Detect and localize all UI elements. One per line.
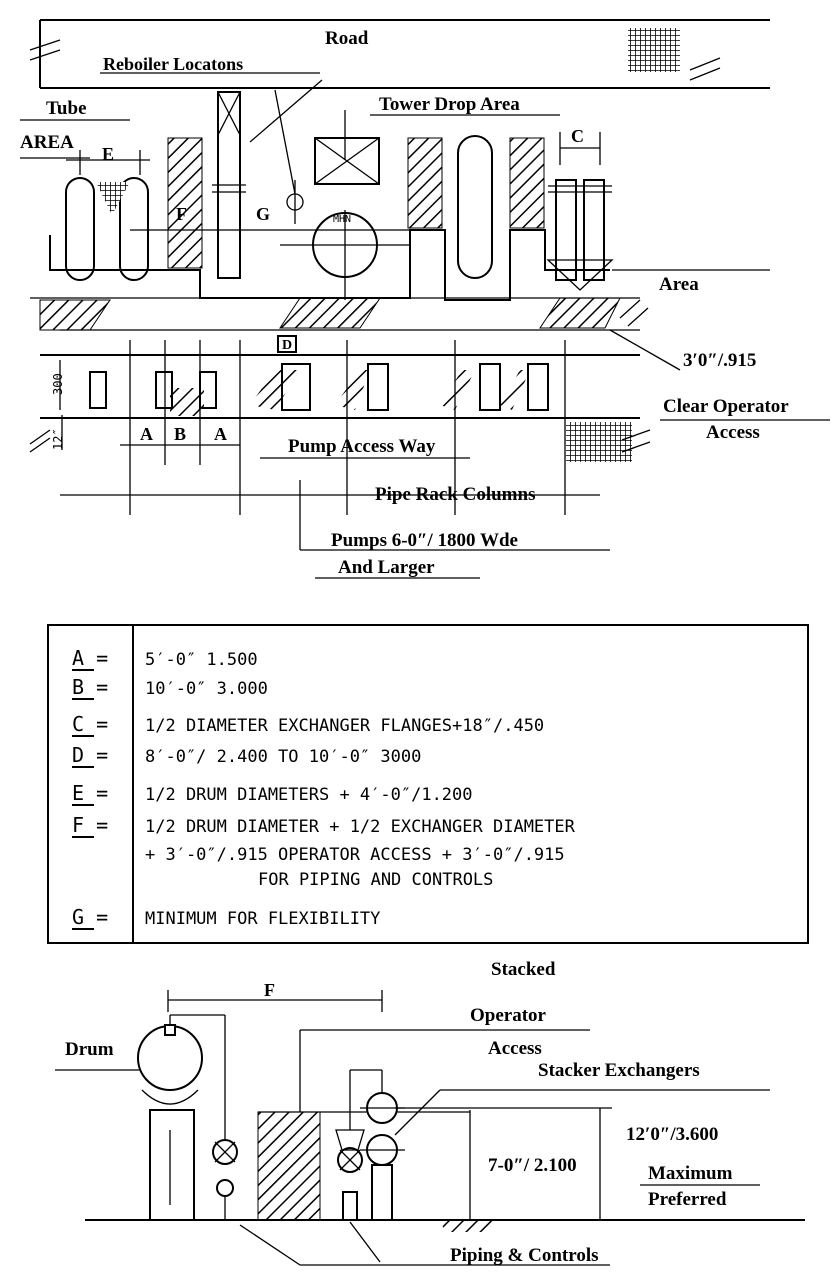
height-max-label: 12′0″/3.600	[626, 1124, 718, 1145]
legend-text-2: 1/2 DIAMETER EXCHANGER FLANGES+18″/.450	[145, 716, 544, 736]
control-valve-right	[335, 1069, 382, 1221]
d-dimension-label: D	[282, 338, 292, 353]
e-dimension-label: E	[102, 144, 114, 164]
a-dimension-label-1: A	[140, 424, 153, 444]
tube-label: Tube	[46, 98, 87, 119]
dim-300-label: 300	[51, 373, 65, 395]
legend-text-8: MINIMUM FOR FLEXIBILITY	[145, 909, 380, 929]
road-grid-marker	[628, 28, 680, 72]
maximum-label: Maximum	[648, 1163, 733, 1184]
access-label: Access	[706, 422, 760, 443]
stacker-exchangers-label: Stacker Exchangers	[538, 1060, 700, 1081]
drum-elevation	[137, 1014, 226, 1221]
and-larger-label: And Larger	[338, 557, 435, 578]
legend-text-0: 5′-0″ 1.500	[145, 650, 258, 670]
piping-controls-label: Piping & Controls	[450, 1245, 599, 1266]
operator-label: Operator	[470, 1005, 547, 1026]
f-elevation-label: F	[264, 980, 275, 1000]
legend-key-2: C =	[72, 712, 108, 736]
f-dimension-label: F	[176, 204, 187, 224]
legend-key-1: B =	[72, 675, 108, 699]
clear-operator-label: Clear Operator	[663, 396, 789, 417]
tower-drop-area	[314, 110, 380, 185]
b-dimension-label: B	[174, 424, 186, 444]
road	[29, 19, 770, 89]
drum-label: Drum	[65, 1039, 114, 1060]
height-pref-label: 7-0″/ 2.100	[488, 1155, 577, 1176]
pipe-rack-columns	[60, 340, 600, 515]
legend-key-8: G =	[72, 905, 108, 929]
g-dimension-label: G	[256, 204, 270, 224]
legend-key-4: E =	[72, 781, 108, 805]
access-grid-marker	[566, 422, 632, 462]
stacked-exchangers	[360, 1070, 770, 1221]
a-dimension-label-2: A	[214, 424, 227, 444]
legend-box: A = 5′-0″ 1.500 B = 10′-0″ 3.000 C = 1/2 DIAM…	[47, 624, 809, 944]
access-elevation-label: Access	[488, 1038, 542, 1059]
legend-text-3: 8′-0″/ 2.400 TO 10′-0″ 3000	[145, 747, 421, 767]
reboiler-tube	[212, 79, 323, 279]
legend-key-3: D =	[72, 743, 108, 767]
hatched-wall-1	[167, 137, 203, 269]
mhn-label: MHN	[333, 214, 351, 225]
area-label-right: Area	[659, 274, 699, 295]
pump-access-label: Pump Access Way	[288, 436, 436, 457]
hatched-wall-2	[407, 137, 443, 229]
area-label-top: AREA	[20, 132, 74, 153]
plan-view: Road Reboiler Locatons Tube AREA Tower D…	[20, 19, 830, 579]
tower-drop-label: Tower Drop Area	[379, 94, 520, 115]
legend-text-1: 10′-0″ 3.000	[145, 679, 268, 699]
exchanger-bundle	[546, 132, 770, 291]
legend-text-6: + 3′-0″/.915 OPERATOR ACCESS + 3′-0″/.91…	[145, 845, 565, 865]
pump-row	[89, 335, 549, 416]
clearance-label: 3′0″/.915	[683, 350, 756, 371]
hatched-wall-3	[509, 137, 545, 229]
twin-drums	[65, 150, 150, 281]
legend-key-0: A =	[72, 646, 108, 670]
road-label: Road	[325, 28, 369, 49]
vertical-drum	[457, 135, 493, 279]
c-dimension-label: C	[571, 126, 584, 146]
stacked-label: Stacked	[491, 959, 556, 980]
legend-text-4: 1/2 DRUM DIAMETERS + 4′-0″/1.200	[145, 785, 473, 805]
reboiler-label: Reboiler Locatons	[103, 54, 243, 74]
operator-access-zone	[257, 1111, 321, 1221]
control-valve-left	[212, 1139, 238, 1220]
legend-key-5: F =	[72, 813, 108, 837]
legend-text-7: FOR PIPING AND CONTROLS	[258, 870, 493, 890]
pipe-rack-label: Pipe Rack Columns	[375, 484, 535, 505]
pumps-label: Pumps 6-0″/ 1800 Wde	[331, 530, 518, 551]
dim-12-label: 12″	[51, 428, 65, 450]
elevation-view: Stacked F Operator Drum Access Stacker E…	[55, 959, 805, 1266]
legend-text-5: 1/2 DRUM DIAMETER + 1/2 EXCHANGER DIAMET…	[145, 817, 576, 837]
preferred-label: Preferred	[648, 1189, 727, 1210]
